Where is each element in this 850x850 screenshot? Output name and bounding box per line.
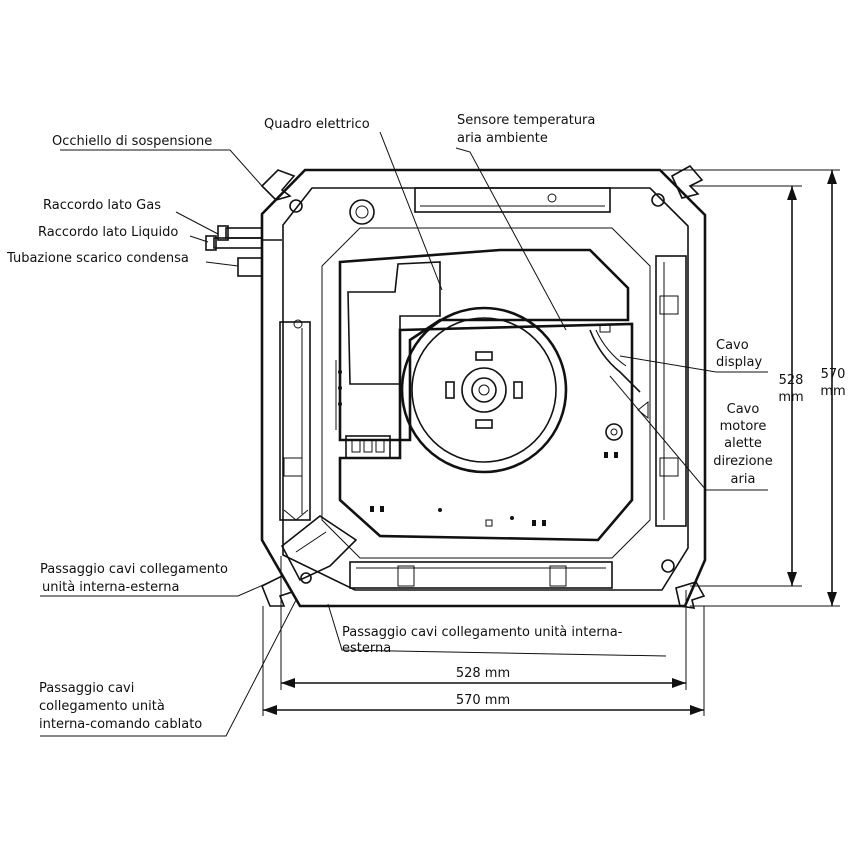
corner-hole bbox=[651, 193, 665, 207]
inner-frame bbox=[282, 187, 689, 591]
label-wired-control-3: interna-comando cablato bbox=[39, 717, 202, 732]
label-temp-sensor-2: aria ambiente bbox=[457, 131, 548, 146]
dimension-lines bbox=[262, 169, 840, 716]
motor-plate bbox=[338, 322, 634, 542]
label-wired-control-2: collegamento unità bbox=[39, 699, 165, 714]
outer-frame bbox=[260, 168, 707, 608]
dim-inner-height-value: 528 bbox=[779, 373, 804, 388]
label-cable-passage-bottom-2: esterna bbox=[342, 641, 391, 656]
sensor-port bbox=[349, 199, 375, 225]
corner-hole bbox=[300, 572, 312, 584]
inner-octagon bbox=[321, 227, 651, 559]
suspension-eyelet-bottom-right bbox=[675, 581, 706, 609]
label-cable-passage-left-1: Passaggio cavi collegamento bbox=[40, 562, 228, 577]
top-slot bbox=[414, 187, 611, 213]
dim-inner-width: 528 mm bbox=[456, 666, 510, 681]
suspension-eyelet-bottom-left bbox=[260, 574, 294, 607]
label-electrical-box: Quadro elettrico bbox=[264, 117, 370, 132]
label-motor-cable-2: motore bbox=[720, 419, 767, 434]
label-liquid-fitting: Raccordo lato Liquido bbox=[38, 225, 178, 240]
fan-hub bbox=[461, 367, 507, 413]
corner-hole bbox=[289, 199, 303, 213]
pipe-fittings bbox=[205, 225, 282, 277]
bottom-slot bbox=[349, 561, 613, 589]
label-display-cable-1: Cavo bbox=[716, 338, 749, 353]
dim-outer-width: 570 mm bbox=[456, 693, 510, 708]
label-motor-cable-5: aria bbox=[731, 472, 756, 487]
suspension-eyelet-top-left bbox=[260, 169, 296, 201]
fan-outer bbox=[400, 306, 568, 474]
label-cable-passage-left-2: unità interna-esterna bbox=[42, 580, 179, 595]
dim-outer-height-value: 570 bbox=[821, 367, 846, 382]
label-motor-cable-1: Cavo bbox=[727, 402, 760, 417]
right-slot bbox=[655, 255, 687, 527]
label-wired-control-1: Passaggio cavi bbox=[39, 681, 134, 696]
label-cable-passage-bottom-1: Passaggio cavi collegamento unità intern… bbox=[342, 625, 623, 640]
electrical-box bbox=[335, 248, 630, 459]
leader-lines bbox=[40, 131, 768, 737]
label-gas-fitting: Raccordo lato Gas bbox=[43, 198, 161, 213]
corner-hole bbox=[661, 559, 675, 573]
label-motor-cable-3: alette bbox=[724, 436, 762, 451]
labels: Occhiello di sospensione Raccordo lato G… bbox=[6, 113, 846, 732]
display-cable bbox=[589, 329, 641, 393]
label-motor-cable-4: direzione bbox=[713, 454, 773, 469]
suspension-eyelet-top-right bbox=[670, 164, 704, 199]
dim-inner-height-unit: mm bbox=[778, 390, 803, 405]
label-display-cable-2: display bbox=[716, 355, 762, 370]
label-condensate-pipe: Tubazione scarico condensa bbox=[6, 251, 189, 266]
label-suspension-eyelet: Occhiello di sospensione bbox=[52, 134, 212, 149]
left-slot bbox=[279, 321, 311, 521]
fan-inner bbox=[411, 317, 557, 463]
cable-passage-corner bbox=[280, 515, 358, 582]
unit-body bbox=[205, 164, 707, 609]
dim-outer-height-unit: mm bbox=[820, 384, 845, 399]
label-temp-sensor-1: Sensore temperatura bbox=[457, 113, 595, 128]
